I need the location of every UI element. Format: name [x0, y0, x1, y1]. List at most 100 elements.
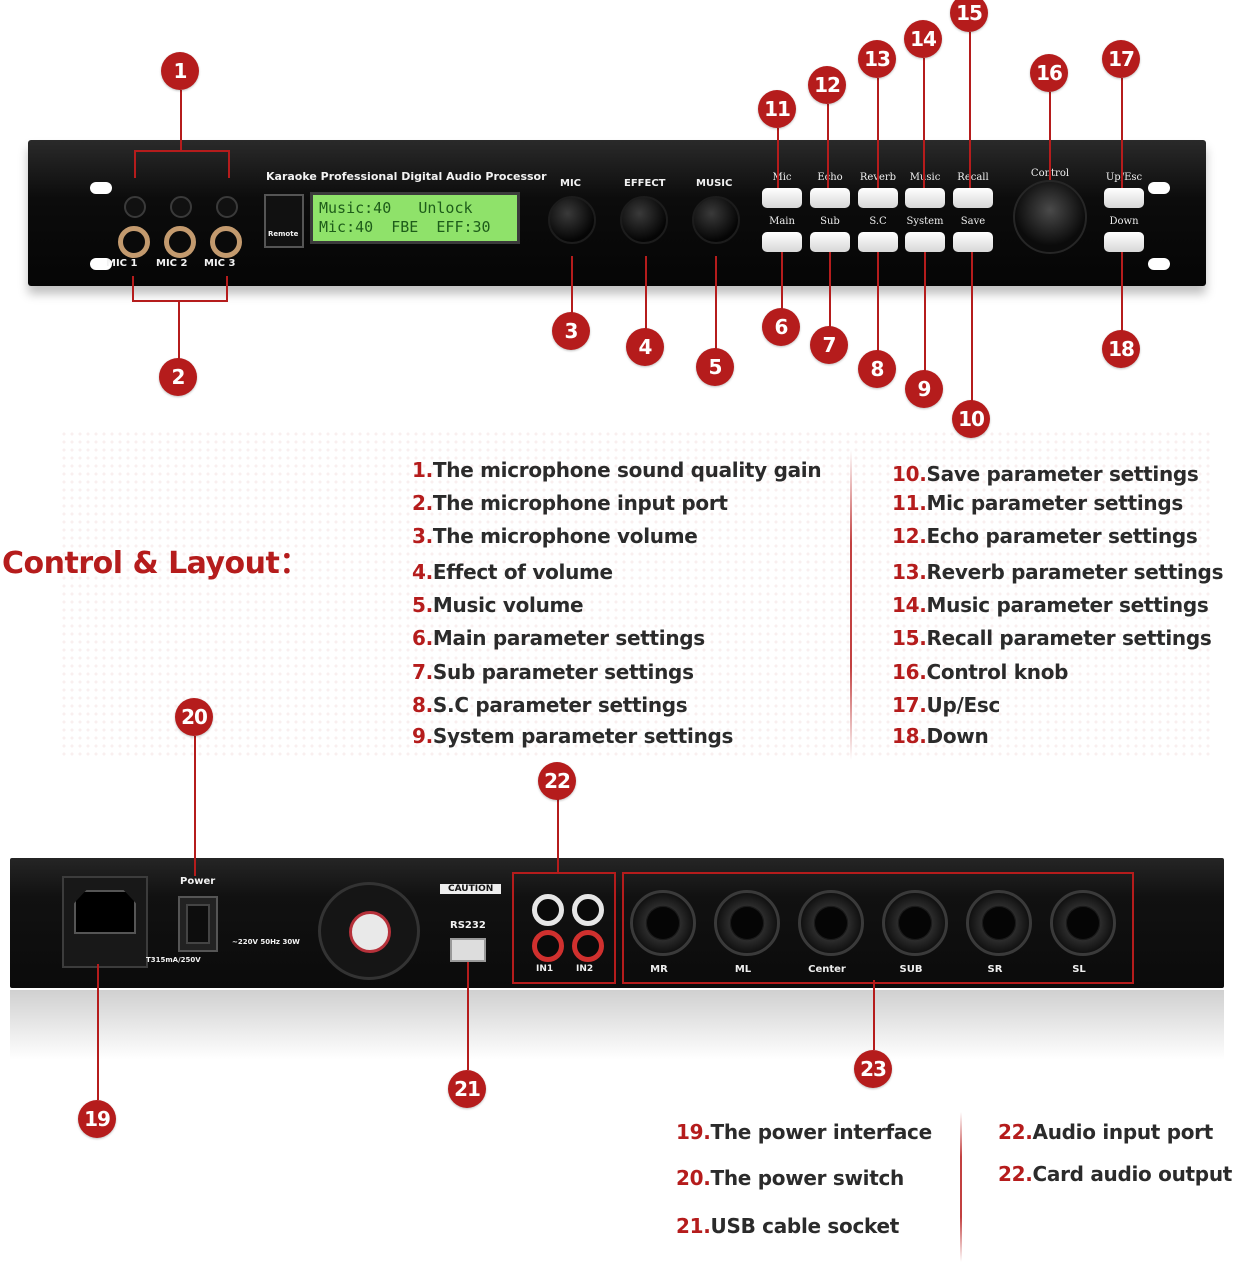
callout-line-22	[557, 798, 559, 874]
callout-badge-22: 22	[538, 762, 576, 800]
up-esc-label: Up/Esc	[1105, 172, 1143, 183]
legend-item-11: 11.Mic parameter settings	[892, 491, 1183, 515]
legend-item-21: 21.USB cable socket	[676, 1214, 900, 1238]
save-button[interactable]	[953, 232, 993, 252]
callout-line-4	[645, 256, 647, 332]
mic3-gain-trim[interactable]	[216, 196, 238, 218]
callout-line-17	[1121, 78, 1123, 188]
cooling-fan	[318, 882, 420, 980]
fan-hub	[349, 911, 391, 953]
model-label: Karaoke Professional Digital Audio Proce…	[266, 170, 547, 183]
in1-label: IN1	[536, 964, 554, 974]
sc-button[interactable]	[858, 232, 898, 252]
section-title: Control & Layout：	[2, 546, 309, 581]
rca-input-in1-white[interactable]	[532, 894, 564, 926]
callout-badge-3: 3	[552, 312, 590, 350]
echo-button-label: Echo	[817, 172, 843, 183]
echo-button[interactable]	[810, 188, 850, 208]
legend-item-14: 14.Music parameter settings	[892, 593, 1209, 617]
mic3-input-jack[interactable]	[210, 226, 242, 258]
mic2-input-jack[interactable]	[164, 226, 196, 258]
callout-badge-6: 6	[762, 308, 800, 346]
legend-item-6: 6.Main parameter settings	[412, 626, 705, 650]
recall-button[interactable]	[953, 188, 993, 208]
callout-badge-8: 8	[858, 350, 896, 388]
usb-socket[interactable]	[450, 938, 486, 962]
legend-item-16: 16.Control knob	[892, 660, 1069, 684]
music-button-label: Music	[909, 172, 941, 183]
effect-volume-knob[interactable]	[620, 196, 668, 244]
xlr-output-sub[interactable]	[882, 890, 948, 956]
rear-panel-reflection	[10, 990, 1224, 1060]
callout-line-14	[923, 58, 925, 188]
rack-ear-hole	[90, 258, 112, 270]
callout-line-3	[571, 256, 573, 318]
callout-line-7	[829, 252, 831, 332]
mic-button-label: Mic	[772, 172, 792, 183]
callout-badge-20: 20	[175, 698, 213, 736]
power-inlet[interactable]	[62, 876, 148, 968]
callout-badge-13: 13	[858, 40, 896, 78]
callout-line-15	[969, 32, 971, 188]
main-button-label: Main	[769, 216, 795, 227]
mic-button[interactable]	[762, 188, 802, 208]
rca-input-in2-red[interactable]	[572, 930, 604, 962]
fuse-label: T315mA/250V	[146, 956, 201, 964]
system-button-label: System	[906, 216, 944, 227]
control-knob[interactable]	[1013, 180, 1087, 254]
xlr-output-mr[interactable]	[630, 890, 696, 956]
bottom-legend-divider	[960, 1112, 962, 1262]
down-label: Down	[1109, 216, 1139, 227]
xlr-output-sr[interactable]	[966, 890, 1032, 956]
legend-item-8: 8.S.C parameter settings	[412, 693, 688, 717]
music-volume-knob[interactable]	[692, 196, 740, 244]
rca-input-in1-red[interactable]	[532, 930, 564, 962]
lcd-display: Music:40 Unlock Mic:40 FBE EFF:30	[310, 192, 520, 244]
callout-line-2	[178, 300, 180, 362]
legend-item-22b: 22.Card audio output	[998, 1162, 1233, 1186]
down-button[interactable]	[1104, 232, 1144, 252]
callout-line-23	[873, 980, 875, 1050]
callout-line-19	[97, 964, 99, 1100]
caution-label: CAUTION	[440, 884, 502, 894]
mic2-label: MIC 2	[156, 258, 188, 269]
legend-divider	[850, 450, 852, 760]
callout-badge-23: 23	[854, 1050, 892, 1088]
mic2-gain-trim[interactable]	[170, 196, 192, 218]
main-button[interactable]	[762, 232, 802, 252]
music-button[interactable]	[905, 188, 945, 208]
mic-volume-knob[interactable]	[548, 196, 596, 244]
legend-item-1: 1.The microphone sound quality gain	[412, 458, 822, 482]
mic-knob-label: MIC	[560, 178, 582, 189]
xlr-output-center[interactable]	[798, 890, 864, 956]
audio-output-highlight	[622, 872, 1134, 984]
up-esc-button[interactable]	[1104, 188, 1144, 208]
legend-item-2: 2.The microphone input port	[412, 491, 728, 515]
callout-line-5	[715, 256, 717, 352]
xlr-output-sl[interactable]	[1050, 890, 1116, 956]
sub-label: SUB	[899, 964, 923, 975]
callout-line-16	[1049, 92, 1051, 180]
legend-item-19: 19.The power interface	[676, 1120, 932, 1144]
callout-badge-17: 17	[1102, 40, 1140, 78]
callout-badge-7: 7	[810, 326, 848, 364]
mic1-input-jack[interactable]	[118, 226, 150, 258]
power-label: Power	[180, 876, 216, 887]
callout-badge-1: 1	[161, 52, 199, 90]
mic3-label: MIC 3	[204, 258, 236, 269]
mic1-gain-trim[interactable]	[124, 196, 146, 218]
legend-item-7: 7.Sub parameter settings	[412, 660, 694, 684]
music-knob-label: MUSIC	[696, 178, 733, 189]
rca-input-in2-white[interactable]	[572, 894, 604, 926]
callout-badge-12: 12	[808, 66, 846, 104]
sub-button[interactable]	[810, 232, 850, 252]
remote-label: Remote	[268, 230, 299, 238]
save-button-label: Save	[960, 216, 986, 227]
system-button[interactable]	[905, 232, 945, 252]
xlr-output-ml[interactable]	[714, 890, 780, 956]
power-switch[interactable]	[178, 896, 218, 952]
callout-badge-10: 10	[952, 400, 990, 438]
callout-line-9	[924, 252, 926, 374]
reverb-button[interactable]	[858, 188, 898, 208]
callout-badge-18: 18	[1102, 330, 1140, 368]
